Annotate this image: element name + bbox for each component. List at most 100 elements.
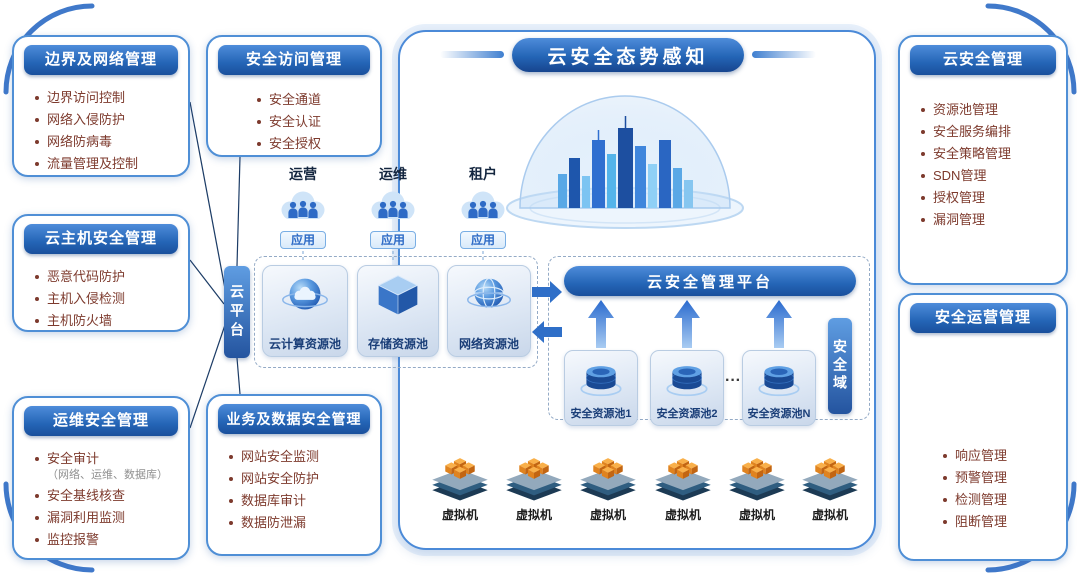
- list-item-note: （网络、运维、数据库）: [47, 469, 168, 481]
- panel-title: 运维安全管理: [24, 406, 178, 436]
- user-label: 运维: [379, 166, 407, 182]
- vm-icon: [725, 452, 789, 504]
- list-item: 流量管理及控制: [34, 153, 180, 174]
- list-item: 检测管理: [942, 489, 1058, 510]
- panel-title: 安全访问管理: [218, 45, 370, 75]
- panel-title: 边界及网络管理: [24, 45, 178, 75]
- security-pool-n: 安全资源池N: [742, 350, 816, 426]
- app-badge: 应用: [369, 231, 416, 249]
- list-item: 阻断管理: [942, 511, 1058, 532]
- vm-icon: [576, 452, 640, 504]
- panel-item-list: 响应管理 预警管理 检测管理 阻断管理: [942, 445, 1058, 532]
- list-item: 安全策略管理: [920, 143, 1058, 164]
- vm-label: 虚拟机: [515, 508, 552, 522]
- security-pool-label: 安全资源池N: [747, 408, 811, 420]
- panel-cloud-security-management: 云安全管理 资源池管理 安全服务编排 安全策略管理 SDN管理 授权管理 漏洞管…: [898, 35, 1068, 285]
- vm-item: 虚拟机: [573, 452, 643, 523]
- app-badge: 应用: [279, 231, 326, 249]
- user-group-tenant: 租户 应用: [451, 164, 515, 249]
- panel-access-management: 安全访问管理 安全通道 安全认证 安全授权: [206, 35, 382, 157]
- security-pool-icon: [755, 354, 803, 398]
- list-item: 漏洞管理: [920, 209, 1058, 230]
- list-item: SDN管理: [920, 165, 1058, 186]
- list-item: 主机防火墙: [34, 310, 180, 331]
- list-item: 漏洞利用监测: [34, 507, 180, 528]
- resource-pool-label: 网络资源池: [458, 337, 519, 351]
- vm-icon: [651, 452, 715, 504]
- list-item: 资源池管理: [920, 99, 1058, 120]
- vm-icon: [502, 452, 566, 504]
- list-item: 安全审计: [34, 448, 180, 469]
- panel-item-list: 恶意代码防护 主机入侵检测 主机防火墙: [34, 266, 180, 331]
- panel-security-operations: 安全运营管理 响应管理 预警管理 检测管理 阻断管理: [898, 293, 1068, 561]
- panel-title: 安全运营管理: [910, 303, 1056, 333]
- panel-item-list: 安全通道 安全认证 安全授权: [256, 89, 372, 154]
- user-label: 运营: [289, 166, 317, 182]
- panel-title: 云主机安全管理: [24, 224, 178, 254]
- list-item: 数据防泄漏: [228, 512, 372, 533]
- panel-boundary-network: 边界及网络管理 边界访问控制 网络入侵防护 网络防病毒 流量管理及控制: [12, 35, 190, 177]
- vm-item: 虚拟机: [795, 452, 865, 523]
- resource-pool-compute: 云计算资源池: [262, 265, 348, 357]
- page-title-banner: 云安全态势感知: [440, 38, 816, 72]
- panel-title: 云安全管理: [910, 45, 1056, 75]
- list-item: 主机入侵检测: [34, 288, 180, 309]
- ellipsis: ···: [725, 372, 741, 389]
- city-skyline-illustration: [506, 95, 744, 229]
- security-pool-icon: [577, 354, 625, 398]
- vm-icon: [798, 452, 862, 504]
- security-platform-banner: 云安全管理平台: [564, 266, 856, 296]
- cloud-users-icon: [365, 186, 421, 228]
- list-item: 预警管理: [942, 467, 1058, 488]
- list-item: 数据库审计: [228, 490, 372, 511]
- cloud-resources-dashed-box: [254, 256, 538, 368]
- vm-item: 虚拟机: [499, 452, 569, 523]
- vm-label: 虚拟机: [738, 508, 775, 522]
- list-item: 网站安全监测: [228, 446, 372, 467]
- list-item: 响应管理: [942, 445, 1058, 466]
- panel-item-list: 安全审计 （网络、运维、数据库） 安全基线核查 漏洞利用监测 监控报警: [34, 448, 180, 550]
- panel-business-data-security: 业务及数据安全管理 网站安全监测 网站安全防护 数据库审计 数据防泄漏: [206, 394, 382, 556]
- panel-title: 业务及数据安全管理: [218, 404, 370, 434]
- vm-item: 虚拟机: [425, 452, 495, 523]
- list-item: 恶意代码防护: [34, 266, 180, 287]
- list-item: 安全基线核查: [34, 485, 180, 506]
- list-item: 授权管理: [920, 187, 1058, 208]
- vm-label: 虚拟机: [811, 508, 848, 522]
- resource-pool-storage: 存储资源池: [357, 265, 439, 357]
- panel-item-list: 资源池管理 安全服务编排 安全策略管理 SDN管理 授权管理 漏洞管理: [920, 99, 1058, 230]
- security-domain-tab: 安全域: [828, 318, 852, 414]
- cloud-users-icon: [275, 186, 331, 228]
- vm-item: 虚拟机: [648, 452, 718, 523]
- vm-label: 虚拟机: [664, 508, 701, 522]
- list-item: 网络入侵防护: [34, 109, 180, 130]
- cloud-compute-icon: [276, 270, 334, 320]
- app-badge: 应用: [459, 231, 506, 249]
- cloud-platform-tab: 云平台: [224, 266, 250, 358]
- cloud-users-icon: [455, 186, 511, 228]
- list-item: 网络防病毒: [34, 131, 180, 152]
- list-item: 安全服务编排: [920, 121, 1058, 142]
- list-item: 网站安全防护: [228, 468, 372, 489]
- user-group-operations: 运营 应用: [271, 164, 335, 249]
- panel-item-list: 网站安全监测 网站安全防护 数据库审计 数据防泄漏: [228, 446, 372, 533]
- vm-label: 虚拟机: [589, 508, 626, 522]
- storage-cube-icon: [369, 270, 427, 320]
- security-pool-icon: [663, 354, 711, 398]
- security-pool-2: 安全资源池2: [650, 350, 724, 426]
- resource-pool-network: 网络资源池: [447, 265, 531, 357]
- list-item: 边界访问控制: [34, 87, 180, 108]
- user-label: 租户: [469, 166, 497, 182]
- resource-pool-label: 云计算资源池: [268, 337, 341, 351]
- security-pool-label: 安全资源池1: [570, 408, 632, 420]
- vm-label: 虚拟机: [441, 508, 478, 522]
- vm-icon: [428, 452, 492, 504]
- resource-pool-label: 存储资源池: [367, 337, 428, 351]
- vm-item: 虚拟机: [722, 452, 792, 523]
- panel-host-security: 云主机安全管理 恶意代码防护 主机入侵检测 主机防火墙: [12, 214, 190, 332]
- list-item: 安全认证: [256, 111, 372, 132]
- panel-item-list: 边界访问控制 网络入侵防护 网络防病毒 流量管理及控制: [34, 87, 180, 174]
- panel-ops-security: 运维安全管理 安全审计 （网络、运维、数据库） 安全基线核查 漏洞利用监测 监控…: [12, 396, 190, 560]
- list-item: 安全授权: [256, 133, 372, 154]
